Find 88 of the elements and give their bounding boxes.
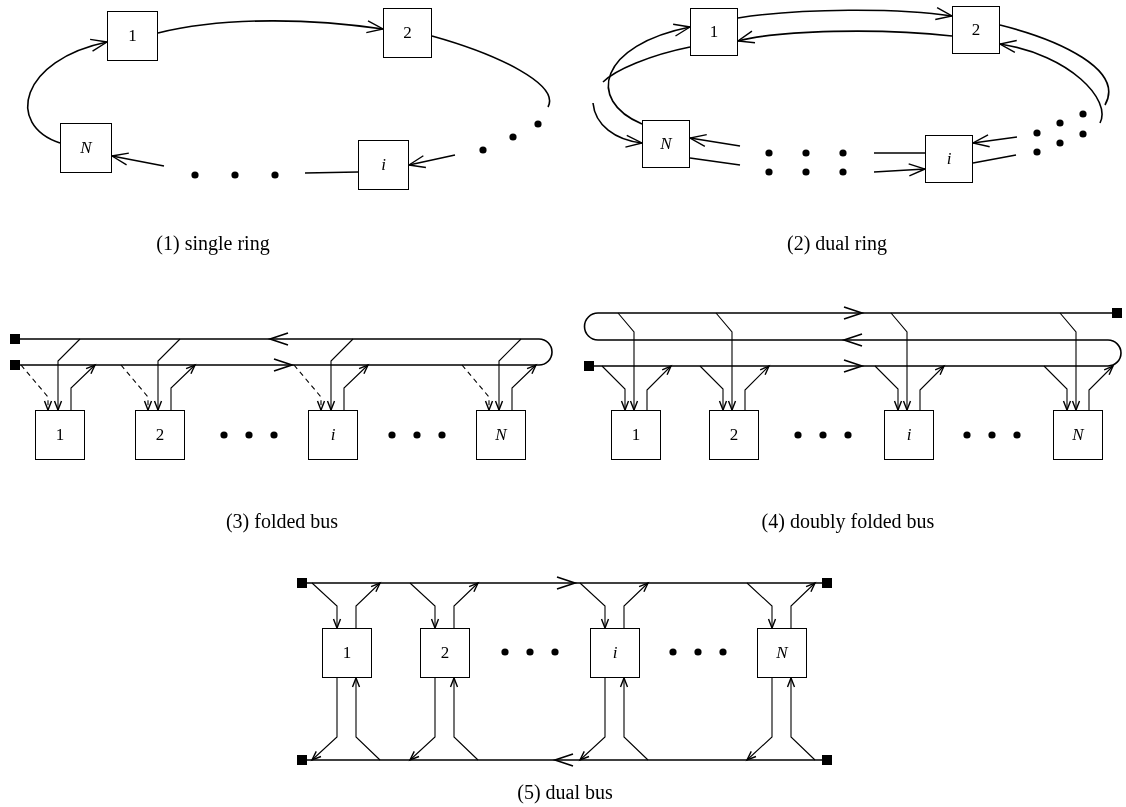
arrow	[20, 364, 53, 411]
node-box: 1	[107, 11, 158, 61]
caption: (1) single ring	[156, 232, 270, 255]
arrow	[579, 582, 610, 629]
node-box: 1	[690, 8, 738, 56]
arrow	[157, 20, 384, 34]
arrow	[790, 582, 816, 629]
caption: (4) doubly folded bus	[761, 510, 935, 533]
arrow	[111, 152, 165, 167]
caption: (2) dual ring	[787, 232, 887, 255]
node-box: i	[358, 140, 409, 190]
bus-line	[297, 578, 832, 588]
arrow	[972, 134, 1018, 148]
node-box: 2	[709, 410, 759, 460]
arrow	[343, 364, 369, 411]
arrow	[170, 364, 196, 411]
arrow	[511, 364, 537, 411]
node-box: N	[642, 120, 690, 168]
arrow	[617, 312, 639, 411]
caption: (3) folded bus	[225, 510, 339, 533]
arrow	[311, 582, 342, 629]
arrow	[409, 582, 440, 629]
node-box: i	[925, 135, 973, 183]
caption: (5) dual bus	[517, 781, 613, 804]
bus-line	[297, 755, 832, 765]
arrow	[120, 364, 153, 411]
arrow	[27, 39, 108, 144]
node-box: 1	[611, 410, 661, 460]
connector-line	[999, 24, 1110, 106]
arrow	[1059, 312, 1081, 411]
arrow	[746, 677, 773, 761]
arrow	[579, 677, 606, 761]
arrow	[786, 677, 816, 761]
arrow	[999, 40, 1103, 124]
arrow	[646, 365, 672, 411]
node-box: 1	[322, 628, 372, 678]
arrow	[874, 365, 903, 411]
arrow	[326, 338, 354, 411]
arrow	[351, 677, 381, 761]
arrow	[601, 365, 630, 411]
arrow	[619, 677, 649, 761]
arrow	[409, 677, 436, 761]
node-box: N	[476, 410, 526, 460]
arrow	[153, 338, 181, 411]
node-box: i	[308, 410, 358, 460]
bus-line	[10, 334, 552, 370]
arrow	[355, 582, 381, 629]
arrow	[311, 677, 338, 761]
connector-line	[304, 171, 359, 174]
arrow	[53, 338, 81, 411]
arrow	[453, 582, 479, 629]
arrow	[919, 365, 945, 411]
arrow	[737, 30, 953, 45]
connector-line	[972, 154, 1017, 164]
arrow	[746, 582, 777, 629]
node-box: N	[60, 123, 112, 173]
arrow	[408, 154, 456, 169]
arrow	[1043, 365, 1072, 411]
connector-line	[602, 46, 691, 83]
arrow	[623, 582, 649, 629]
arrow	[873, 163, 926, 177]
arrow	[699, 365, 728, 411]
arrow	[715, 312, 737, 411]
connector-line	[689, 157, 741, 166]
arrow	[592, 102, 643, 148]
arrow	[689, 133, 741, 148]
arrow	[494, 338, 522, 411]
arrow	[744, 365, 770, 411]
arrow	[737, 7, 953, 21]
node-box: 2	[952, 6, 1000, 54]
arrow	[607, 24, 691, 125]
arrow	[70, 364, 96, 411]
bus-line	[582, 306, 1124, 372]
node-box: 2	[135, 410, 185, 460]
arrow	[449, 677, 479, 761]
node-box: 2	[383, 8, 432, 58]
node-box: i	[590, 628, 640, 678]
arrow	[1088, 365, 1114, 411]
node-box: i	[884, 410, 934, 460]
connector-line	[431, 35, 551, 108]
arrow	[890, 312, 912, 411]
node-box: N	[1053, 410, 1103, 460]
node-box: N	[757, 628, 807, 678]
node-box: 1	[35, 410, 85, 460]
arrow	[461, 364, 494, 411]
arrow	[293, 364, 326, 411]
node-box: 2	[420, 628, 470, 678]
connector-line	[873, 152, 926, 154]
